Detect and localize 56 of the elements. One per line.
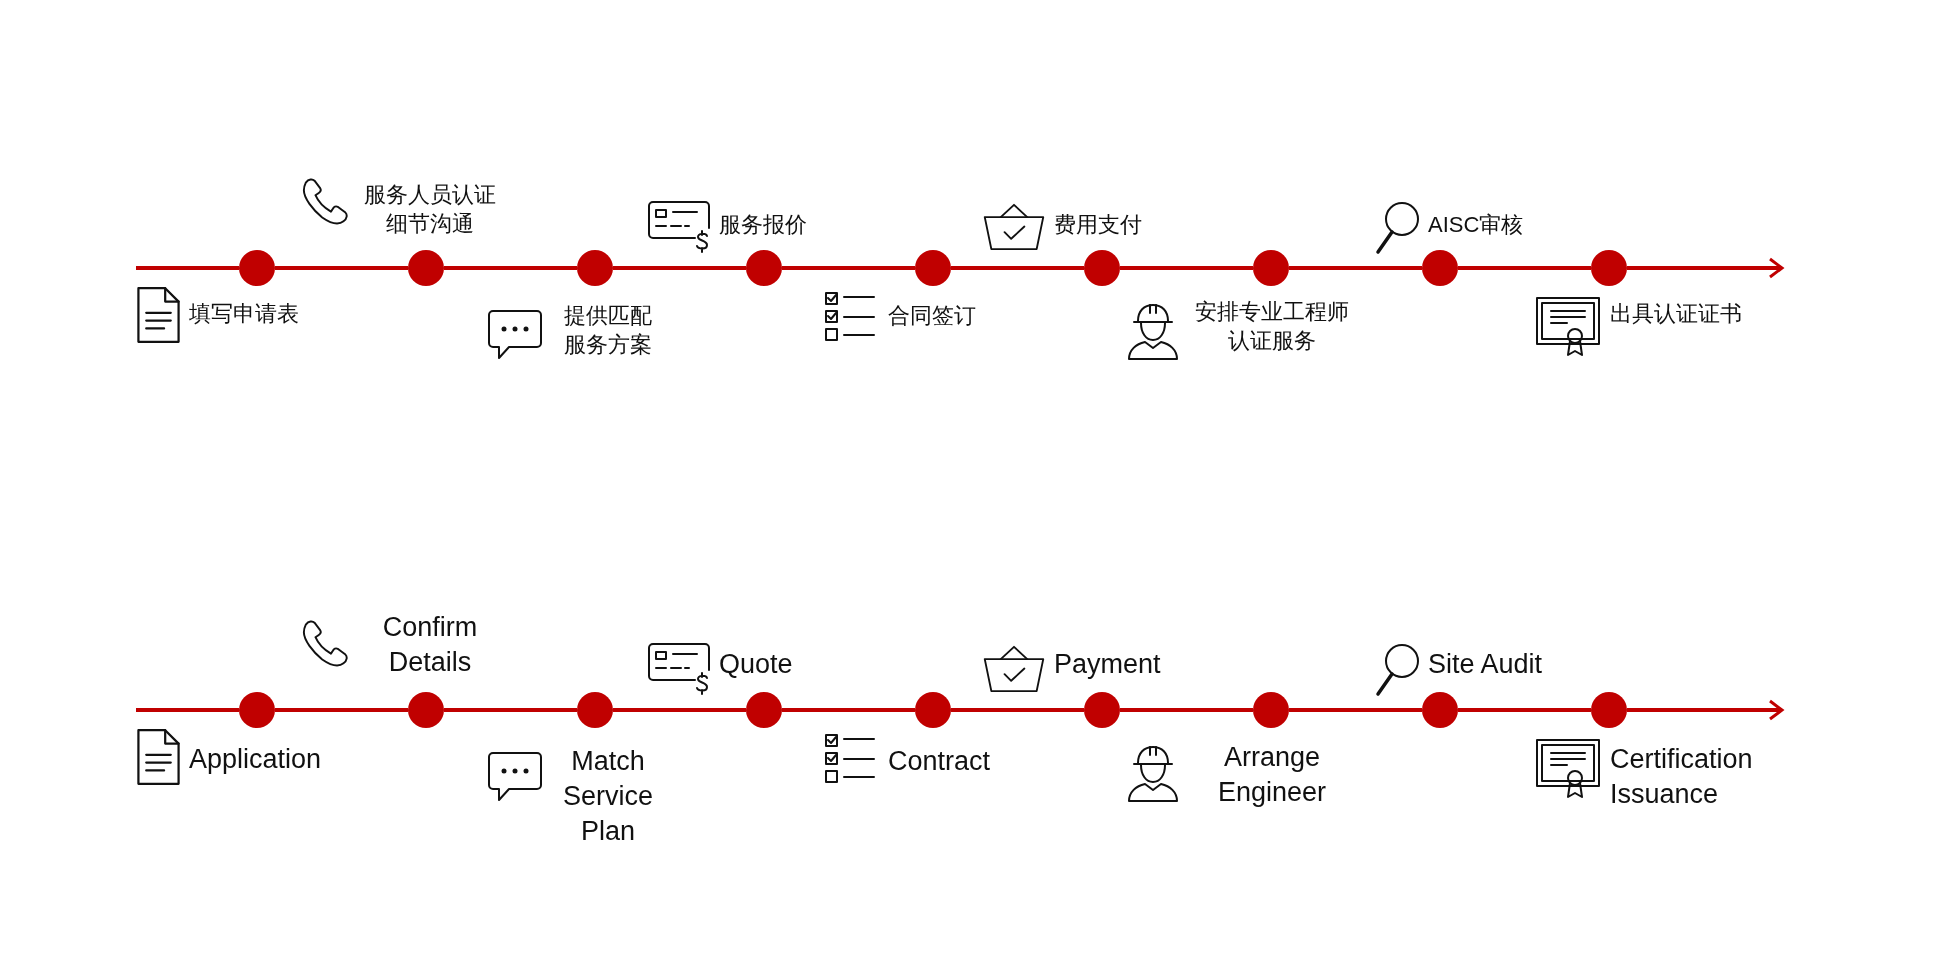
timeline-dot <box>239 692 275 728</box>
step-label: Certification Issuance <box>1610 743 1754 812</box>
timeline-line <box>444 266 577 270</box>
timeline-dot <box>1253 250 1289 286</box>
timeline-line <box>951 708 1084 712</box>
timeline-dot <box>746 250 782 286</box>
timeline-line <box>136 708 239 712</box>
step-label: Confirm Details <box>381 610 479 679</box>
step-label: AISC审核 <box>1428 211 1524 240</box>
timeline-line <box>1120 266 1253 270</box>
step-label: Site Audit <box>1428 647 1543 681</box>
timeline-dot <box>408 250 444 286</box>
timeline-line <box>444 708 577 712</box>
timeline-line <box>1458 266 1591 270</box>
timeline-line <box>782 708 915 712</box>
timeline-dot <box>1253 692 1289 728</box>
timeline-line <box>275 708 408 712</box>
timeline-line <box>782 266 915 270</box>
step-label: Arrange Engineer <box>1216 741 1328 810</box>
step-label: 安排专业工程师认证服务 <box>1194 298 1350 355</box>
timeline-arrow <box>1627 257 1784 279</box>
timeline-dot <box>1084 692 1120 728</box>
step-label: Payment <box>1054 647 1161 681</box>
step-label: Application <box>189 743 322 776</box>
step-label: 费用支付 <box>1054 211 1142 240</box>
step-label: Match Service Plan <box>562 745 654 849</box>
step-label: 提供匹配服务方案 <box>563 302 653 359</box>
timeline-dot <box>577 692 613 728</box>
timeline-dot <box>1084 250 1120 286</box>
timeline-line <box>1120 708 1253 712</box>
step-label: 服务报价 <box>719 211 807 240</box>
timeline-line <box>1289 266 1422 270</box>
step-label: Quote <box>719 647 793 681</box>
step-label: 出具认证证书 <box>1610 300 1742 328</box>
timeline-line <box>613 708 746 712</box>
timeline-dot <box>915 692 951 728</box>
timeline-dot <box>1422 250 1458 286</box>
timeline-line <box>136 266 239 270</box>
timeline-dot <box>577 250 613 286</box>
timeline-dot <box>1591 250 1627 286</box>
timeline-line <box>275 266 408 270</box>
timeline-arrow <box>1627 699 1784 721</box>
step-label: 合同签订 <box>888 302 976 330</box>
timeline-dot <box>408 692 444 728</box>
timeline-line <box>951 266 1084 270</box>
timeline-dot <box>1591 692 1627 728</box>
timeline-dot <box>915 250 951 286</box>
timeline-dot <box>1422 692 1458 728</box>
timeline-line <box>613 266 746 270</box>
timeline-line <box>1458 708 1591 712</box>
step-label: 填写申请表 <box>189 300 299 328</box>
timeline-line <box>1289 708 1422 712</box>
step-label: 服务人员认证细节沟通 <box>363 180 497 238</box>
timeline-dot <box>746 692 782 728</box>
timeline-dot <box>239 250 275 286</box>
step-label: Contract <box>888 745 991 778</box>
